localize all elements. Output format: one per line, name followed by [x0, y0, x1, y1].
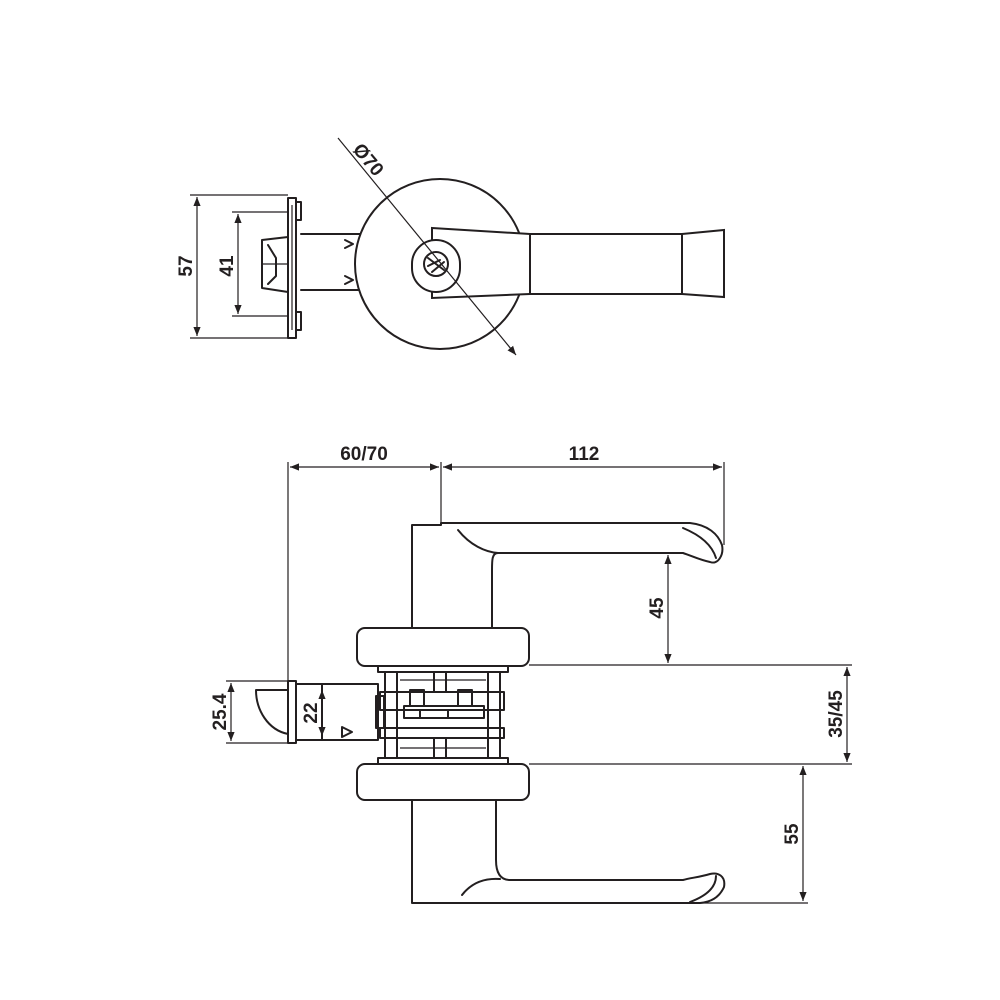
lever-clearance-dimension: 45 [647, 555, 672, 663]
lever-clearance-label: 45 [647, 597, 668, 619]
backset-label: 60/70 [340, 444, 388, 465]
lever-top [431, 226, 725, 300]
lower-lever [411, 799, 726, 904]
key-cylinder [411, 239, 461, 293]
latch-face-plate [287, 197, 302, 339]
latch-bolt [261, 236, 289, 293]
latch-face-height-label: 25.4 [210, 693, 231, 730]
face-plate-height-dimension: 57 [176, 194, 288, 339]
latch-bolt-width-dimension: 22 [301, 690, 326, 736]
lever-length-label: 112 [569, 444, 600, 465]
diameter-leader [337, 137, 517, 356]
latch-height-label: 41 [217, 255, 238, 277]
face-plate-height-label: 57 [176, 255, 197, 276]
lever-height-label: 55 [782, 823, 803, 845]
door-thickness-dimension: 35/45 [529, 664, 852, 765]
latch-tube [300, 233, 363, 291]
latch-height-dimension: 41 [217, 211, 288, 317]
lever-length-dimension: 112 [443, 444, 725, 545]
latch-bolt-width-label: 22 [301, 702, 322, 723]
lever-height-dimension: 55 [508, 766, 808, 904]
top-view: Ø70 57 41 [176, 137, 725, 356]
door-thickness-label: 35/45 [826, 690, 847, 738]
upper-lever [411, 522, 724, 666]
backset-dimension: 60/70 [287, 444, 442, 681]
latch-face-height-dimension: 25.4 [210, 680, 288, 744]
side-view: 60/70 112 45 35/45 55 [210, 444, 852, 904]
lock-mechanism [379, 671, 505, 759]
rose-diameter-label: Ø70 [348, 140, 387, 181]
upper-rose [356, 627, 530, 667]
lower-rose [356, 763, 530, 801]
